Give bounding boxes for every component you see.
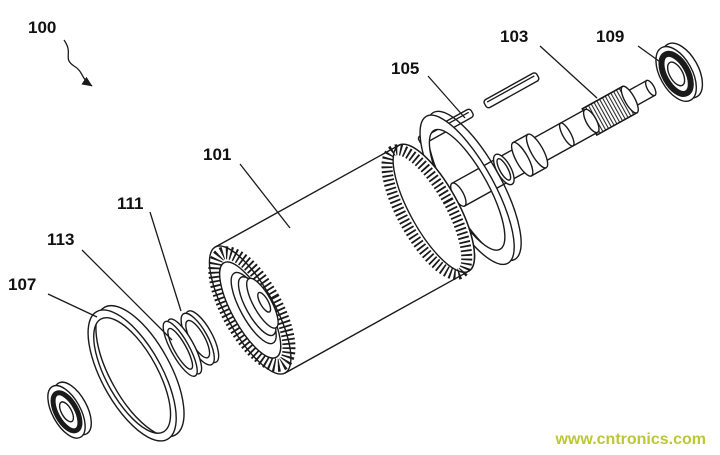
leader-arrow-100 [63,39,93,87]
ref-label-101: 101 [203,145,231,164]
leader-line-101 [239,163,291,229]
watermark: www.cntronics.com [554,431,706,448]
ref-label-113: 113 [47,230,74,249]
leader-line-113 [81,249,173,341]
leader-line-109 [637,45,664,65]
ref-label-105: 105 [391,59,419,78]
leader-line-111 [149,211,182,312]
leader-line-107 [47,293,98,318]
washer-ring-113 [162,318,203,377]
ref-label-109: 109 [596,27,624,46]
ref-label-107: 107 [8,275,36,294]
lamination-band-rear [381,144,473,280]
snap-ring-111 [180,310,220,366]
leader-line-105 [427,75,466,119]
retaining-ring-107 [87,304,185,442]
lamination-band-front [208,246,296,372]
assembly-group [47,42,704,442]
shaft-collar [510,133,549,177]
magnet-bars [417,72,540,145]
rotor-core [208,143,476,375]
front-bearing [47,381,92,439]
ref-label-100: 100 [28,18,56,37]
rear-bearing [655,42,704,102]
ref-label-111: 111 [117,194,144,213]
ref-label-103: 103 [500,27,528,46]
leader-line-103 [539,45,598,99]
